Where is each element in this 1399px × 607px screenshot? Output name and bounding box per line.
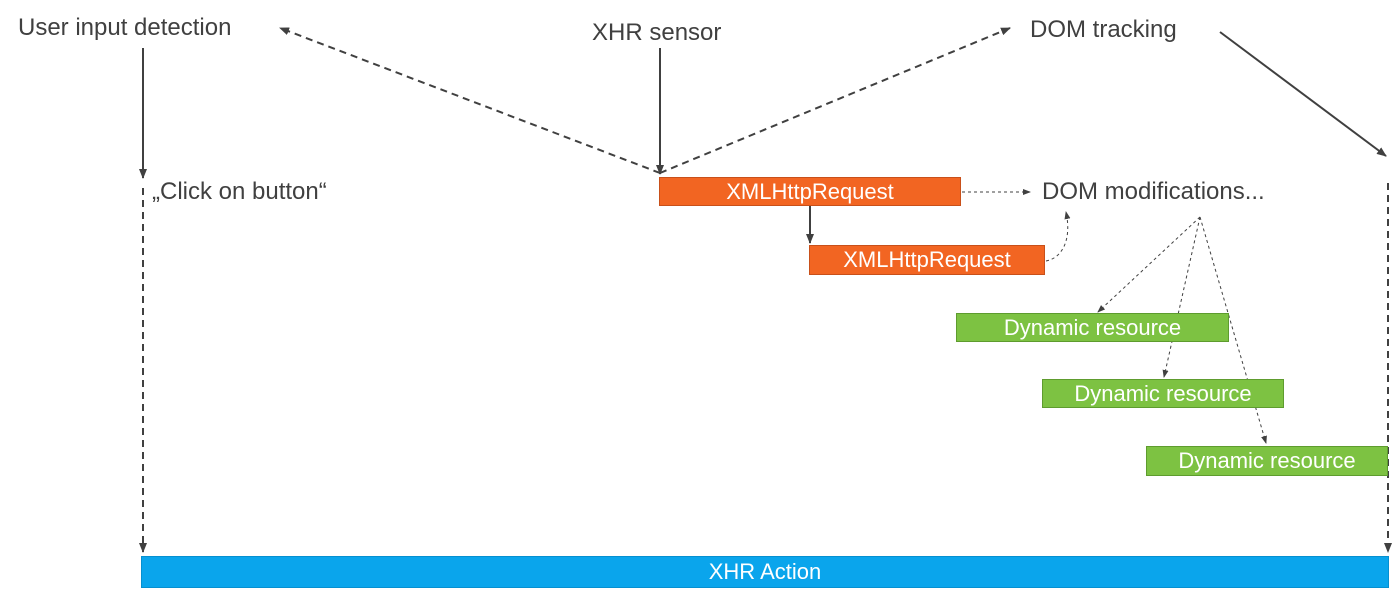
dom-modifications-label: DOM modifications... [1042,178,1265,205]
dynamic-resource-box-1: Dynamic resource [956,313,1229,342]
xhr-sensor-label: XHR sensor [592,19,722,46]
xhr-request-box-1: XMLHttpRequest [659,177,961,206]
dom-mod-to-resource2-arrow [1162,216,1201,378]
dom-tracking-label: DOM tracking [1030,16,1177,43]
dynamic-resource-box-3: Dynamic resource [1146,446,1388,476]
to-user-input-dashed-arrow [279,27,661,174]
click-on-button-label: „Click on button“ [152,178,327,205]
dom-mod-to-resource1-arrow [1097,216,1201,313]
xhr-request-box-2: XMLHttpRequest [809,245,1045,275]
to-dom-tracking-dashed-arrow [659,27,1011,174]
xhr-action-bar: XHR Action [141,556,1389,588]
dynamic-resource-box-2: Dynamic resource [1042,379,1284,408]
dom-tracking-diagonal-arrow [1219,31,1387,157]
user-input-detection-label: User input detection [18,14,232,41]
xhr2-to-dom-mod-arrow [1045,211,1071,262]
